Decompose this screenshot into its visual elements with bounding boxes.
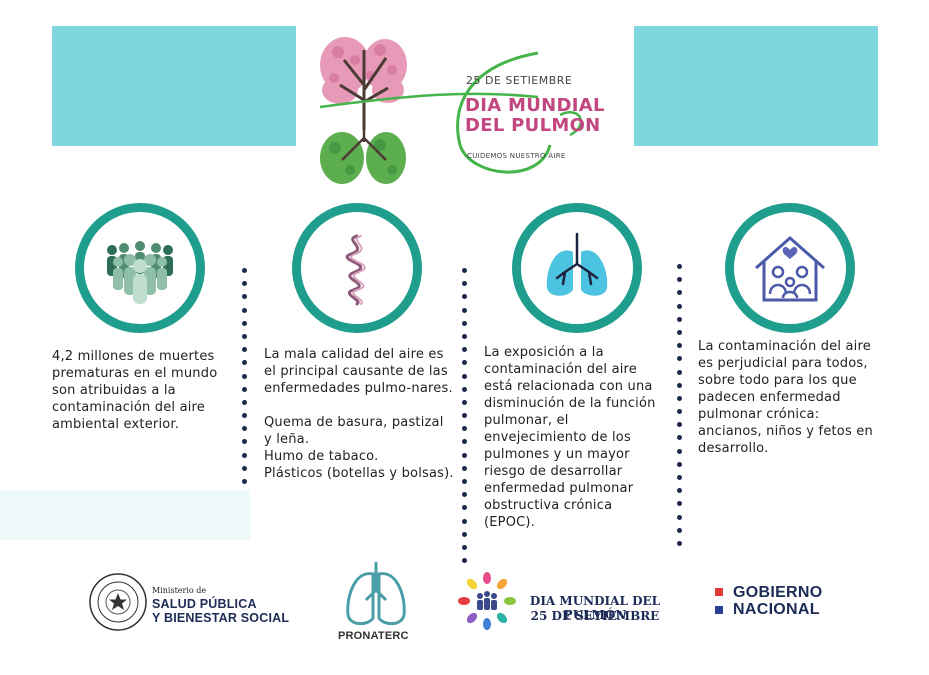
gobierno-red-square: [715, 588, 723, 596]
ministry-name-line1: SALUD PÚBLICA: [152, 597, 257, 611]
left-banner-box: [52, 26, 296, 146]
dia-mundial-line1: DIA MUNDIAL DEL PULMÓN: [529, 594, 661, 622]
header-title-line1: DIA MUNDIAL: [465, 95, 605, 116]
column-4-text: La contaminación del aire es perjudicial…: [698, 338, 880, 457]
column-2-paragraph-2: Quema de basura, pastizal y leña.: [264, 415, 444, 447]
smoke-icon: [345, 234, 366, 306]
lung-tree-logo: [300, 30, 420, 190]
header-tagline: CUIDEMOS NUESTRO AIRE: [467, 152, 566, 160]
ministry-seal: [88, 572, 148, 632]
gobierno-line1: GOBIERNO: [733, 584, 823, 601]
people-group-icon: [107, 241, 173, 304]
column-1-text: 4,2 millones de muertes prematuras en el…: [52, 348, 232, 433]
dotted-separator-3: [677, 264, 682, 554]
family-home-icon: [755, 236, 825, 302]
column-2-paragraph-1: La mala calidad del aire es el principal…: [264, 347, 453, 396]
bottom-left-wash: [0, 490, 250, 540]
circle-smoke: [292, 203, 422, 333]
column-2-paragraph-3: Humo de tabaco.: [264, 449, 379, 464]
pronaterc-label: PRONATERC: [338, 630, 409, 642]
column-4-paragraph: La contaminación del aire es perjudicial…: [698, 339, 873, 456]
circle-home: [725, 203, 855, 333]
green-swoosh: [319, 51, 582, 174]
pronaterc-logo: [336, 560, 416, 640]
ministry-small-label: Ministerio de: [152, 586, 207, 595]
column-2-text: La mala calidad del aire es el principal…: [264, 346, 454, 482]
circle-people: [75, 203, 205, 333]
column-3-paragraph: La exposición a la contaminación del air…: [484, 345, 656, 530]
column-1-paragraph: 4,2 millones de muertes prematuras en el…: [52, 349, 218, 432]
column-2-paragraph-4: Plásticos (botellas y bolsas).: [264, 466, 454, 481]
gobierno-blue-square: [715, 606, 723, 614]
header-date: 25 DE SETIEMBRE: [466, 74, 573, 87]
header-title-line2: DEL PULMON: [465, 115, 601, 136]
flower-people-icon: [458, 572, 516, 630]
circle-lungs: [512, 203, 642, 333]
dia-mundial-line2: 25 DE SETIEMBRE: [530, 609, 660, 623]
right-banner-box: [634, 26, 878, 146]
dotted-separator-2: [462, 268, 467, 571]
gobierno-line2: NACIONAL: [733, 601, 820, 618]
ministry-name-line2: Y BIENESTAR SOCIAL: [152, 611, 290, 625]
column-3-text: La exposición a la contaminación del air…: [484, 344, 666, 531]
lungs-icon: [546, 232, 608, 296]
